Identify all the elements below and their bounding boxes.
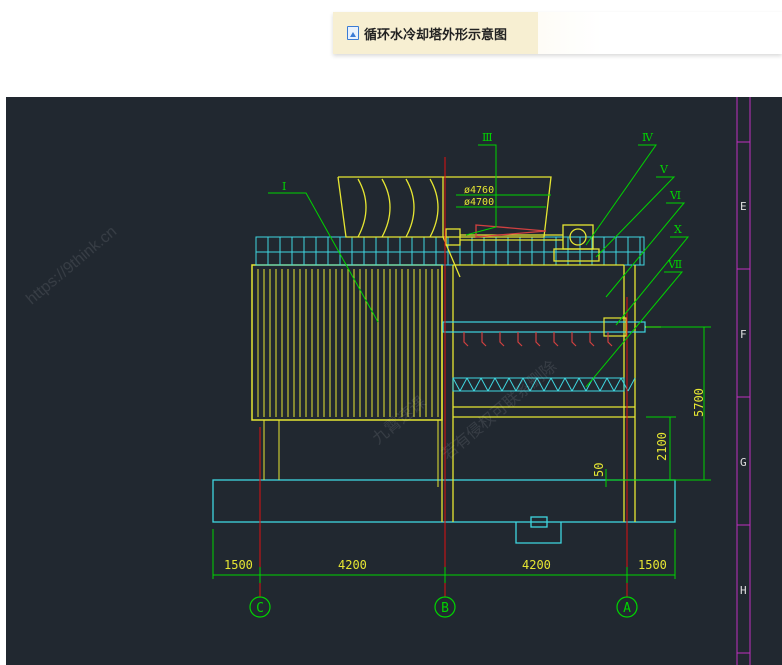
row-label-e: E: [740, 200, 747, 213]
axis-label-a: A: [623, 601, 631, 616]
row-label-g: G: [740, 456, 747, 469]
foundation-basin: [212, 479, 676, 544]
cad-drawing: E F G H: [6, 97, 782, 665]
callout-3: Ⅲ: [482, 131, 493, 144]
dim-fan-4760: ø4760: [464, 185, 494, 196]
dim-left-1500: 1500: [224, 558, 253, 572]
callout-10: Ⅹ: [674, 223, 682, 236]
callout-4: Ⅳ: [642, 131, 654, 144]
cooling-tower-drawing: E F G H: [212, 97, 751, 665]
dim-50: 50: [592, 463, 606, 477]
fan-dim-lines: [456, 194, 551, 208]
callout-6: Ⅵ: [669, 189, 681, 202]
axis-label-c: C: [256, 601, 264, 616]
title-tab[interactable]: 循环水冷却塔外形示意图: [333, 12, 782, 54]
fill-pack: [251, 264, 443, 487]
dim-right-4200: 4200: [522, 558, 551, 572]
fan-drive: [445, 224, 600, 262]
dimension-lines: [212, 326, 711, 583]
distribution-pipe: [442, 317, 661, 347]
row-label-f: F: [740, 328, 747, 341]
callout-5: Ⅴ: [659, 163, 669, 176]
drift-eliminator: [452, 377, 636, 392]
dim-right-1500: 1500: [638, 558, 667, 572]
axis-bubbles: [249, 596, 638, 618]
title-frame: [736, 97, 751, 665]
dim-2100: 2100: [655, 432, 669, 461]
dim-fan-4700: ø4700: [464, 197, 494, 208]
title-tab-active[interactable]: 循环水冷却塔外形示意图: [333, 12, 538, 54]
document-title: 循环水冷却塔外形示意图: [364, 26, 508, 42]
dim-left-4200: 4200: [338, 558, 367, 572]
callout-leaders: [268, 144, 690, 388]
right-frame: [441, 264, 636, 522]
image-file-icon: [347, 26, 359, 40]
callout-1: Ⅰ: [282, 180, 286, 193]
callout-7: Ⅶ: [667, 258, 682, 271]
row-label-h: H: [740, 584, 747, 597]
dim-5700: 5700: [692, 388, 706, 417]
axis-label-b: B: [441, 601, 449, 616]
